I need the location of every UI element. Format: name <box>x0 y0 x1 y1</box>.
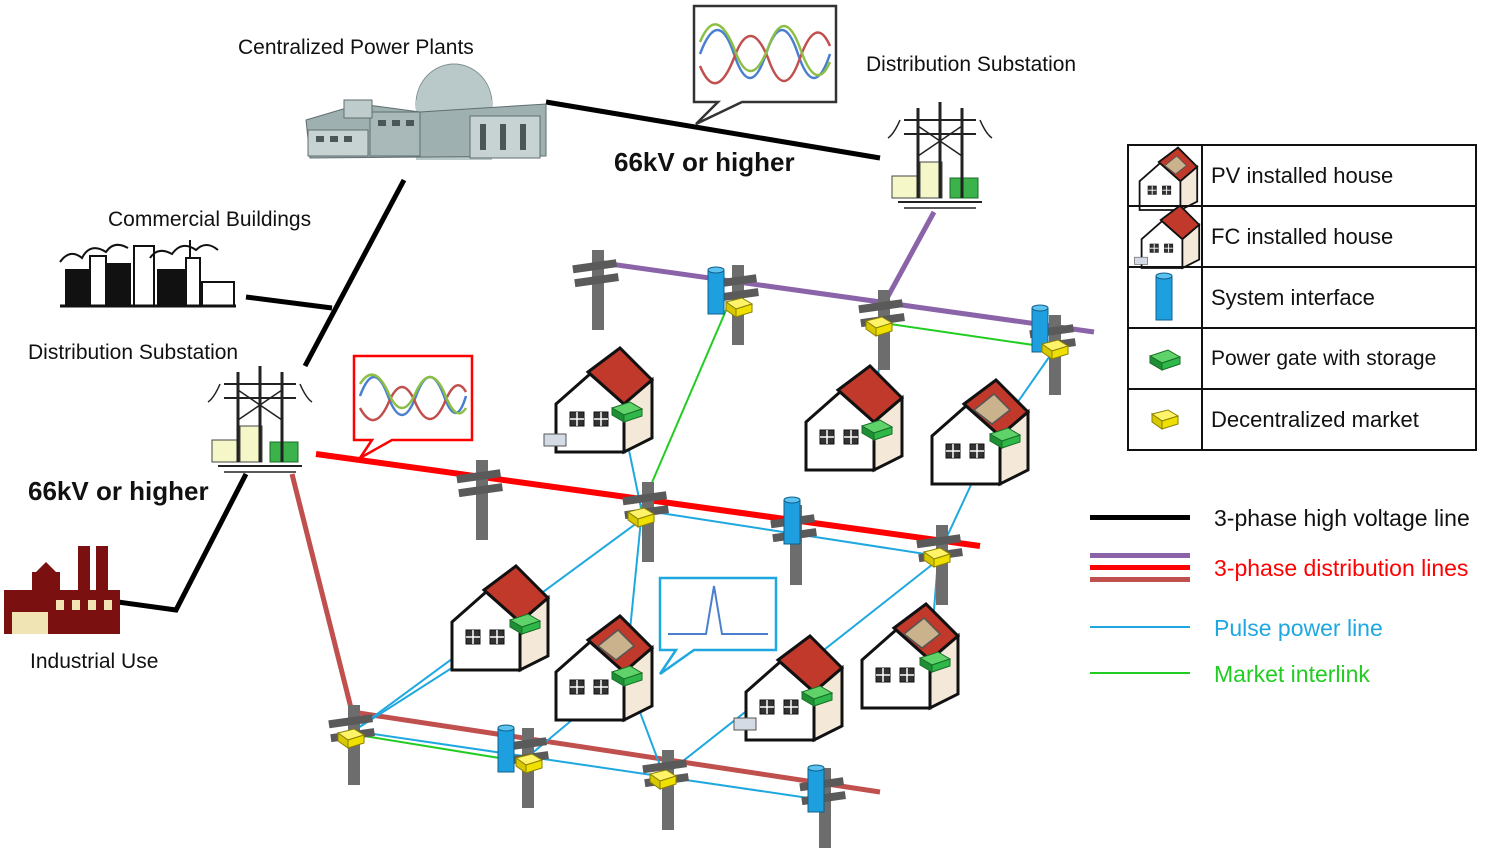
brown-distribution-line <box>351 709 881 795</box>
factory-icon <box>4 546 120 634</box>
legend-row: System interface <box>1127 266 1477 329</box>
legend-table: PV installed house FC installed house Sy… <box>1127 144 1477 451</box>
centralized-power-plants-label: Centralized Power Plants <box>238 36 474 59</box>
fc-house-icon <box>543 346 654 454</box>
purple-feeder-vertical <box>883 210 937 302</box>
pv-house-icon <box>556 616 652 720</box>
legend-swatch <box>1090 515 1190 520</box>
legend-line-label: Pulse power line <box>1214 615 1383 641</box>
hv-line-plant-to-left <box>302 178 407 368</box>
legend-row: Decentralized market <box>1127 388 1477 451</box>
substation-icon-left <box>206 364 314 474</box>
market-interlinks <box>357 307 1055 763</box>
high-voltage-lines <box>117 99 881 613</box>
hv-line-plant-to-substation <box>545 99 881 161</box>
voltage-left-label: 66kV or higher <box>28 476 209 506</box>
legend-label: Power gate with storage <box>1201 327 1477 390</box>
system-interface-icon <box>783 496 801 545</box>
legend-swatch <box>1090 565 1190 570</box>
legend-label: FC installed house <box>1201 205 1477 268</box>
power-plant-icon <box>305 63 547 160</box>
legend-row: FC installed house <box>1127 205 1477 268</box>
legend-label: PV installed house <box>1201 144 1477 207</box>
legend-line-label: 3-phase high voltage line <box>1214 505 1470 531</box>
system-interface-icon <box>707 266 725 315</box>
legend-line-label: 3-phase distribution lines <box>1214 555 1469 581</box>
brown-feeder-vertical <box>289 473 355 713</box>
system-interface-icon <box>497 724 515 773</box>
decentralized-market-icon <box>725 297 753 318</box>
fc-house-icon <box>733 634 844 742</box>
commercial-buildings-label: Commercial Buildings <box>108 208 312 231</box>
legend-swatch <box>1090 672 1190 674</box>
legend-label: Decentralized market <box>1201 388 1477 451</box>
pv-house-icon <box>932 380 1028 484</box>
legend-row: Power gate with storage <box>1127 327 1477 390</box>
three-phase-callout-left <box>352 354 474 460</box>
substation-icon-top <box>886 100 994 210</box>
voltage-top-label: 66kV or higher <box>614 147 795 177</box>
pv-house-icon <box>804 364 904 472</box>
legend-line-label: Market interlink <box>1214 661 1370 687</box>
utility-poles <box>328 250 1076 848</box>
distribution-substation-left-label: Distribution Substation <box>28 341 239 364</box>
purple-distribution-line <box>595 259 1095 335</box>
distribution-substation-top-label: Distribution Substation <box>866 53 1077 76</box>
hv-line-commercial-branch <box>245 294 333 311</box>
houses <box>450 346 1028 742</box>
legend-row: PV installed house <box>1127 144 1477 207</box>
distribution-lines <box>289 210 1095 795</box>
pv-house-icon <box>862 604 958 708</box>
legend-swatch <box>1090 577 1190 582</box>
pole <box>642 750 689 830</box>
commercial-buildings-icon <box>59 240 236 308</box>
legend-swatch <box>1090 626 1190 628</box>
pole <box>572 250 619 330</box>
legend-label: System interface <box>1201 266 1477 329</box>
three-phase-callout-top <box>692 4 838 126</box>
industrial-use-label: Industrial Use <box>30 650 159 673</box>
pulse-callout <box>658 576 778 676</box>
hv-line-industrial <box>117 472 249 613</box>
pv-house-icon <box>450 564 550 672</box>
legend-swatch <box>1090 553 1190 558</box>
system-interface-icon <box>807 764 825 813</box>
